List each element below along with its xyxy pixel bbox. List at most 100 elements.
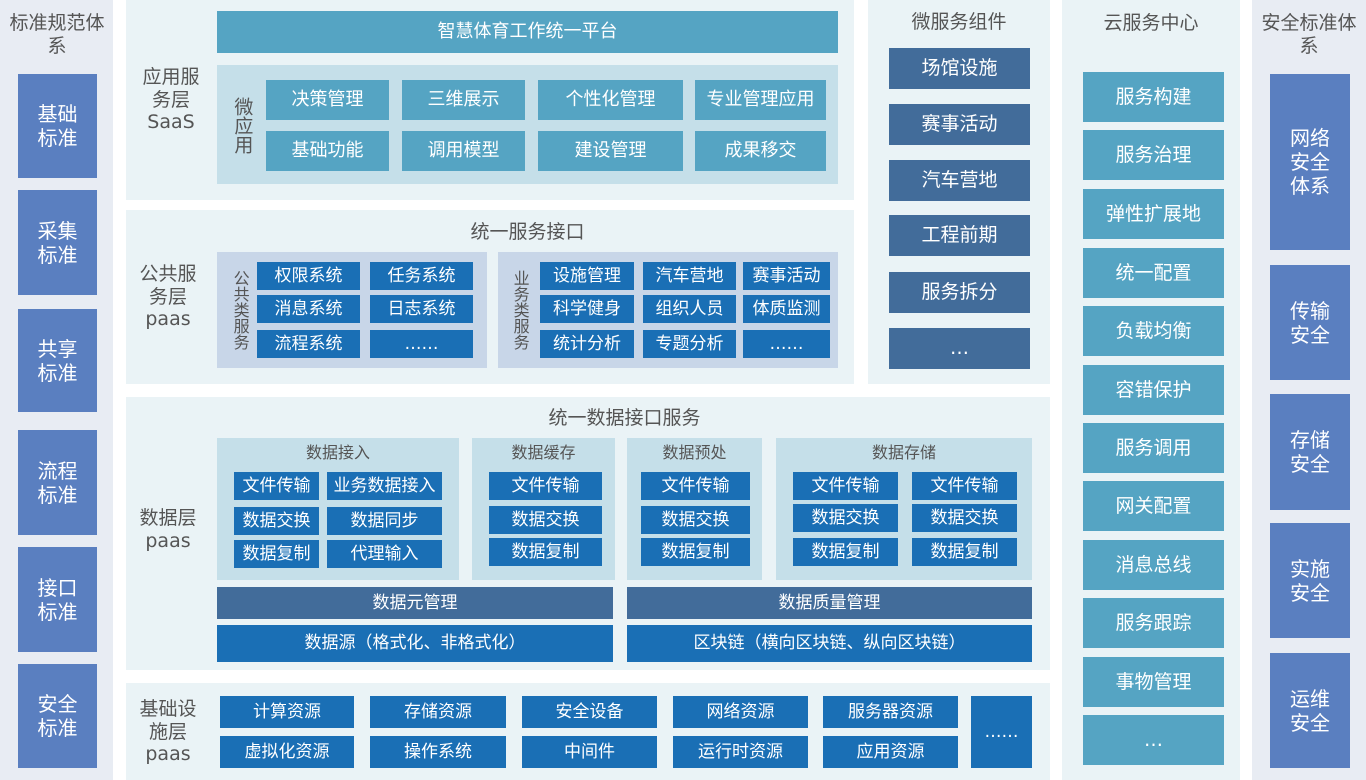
cloud-item: 网关配置 bbox=[1083, 481, 1224, 531]
security-item: 运维安全 bbox=[1270, 653, 1350, 768]
data-storage-item: 数据交换 bbox=[793, 504, 898, 532]
micro-app: 建设管理 bbox=[538, 131, 683, 171]
security-item: 存储安全 bbox=[1270, 394, 1350, 510]
standard-item: 共享标准 bbox=[18, 309, 97, 412]
infra-item: 存储资源 bbox=[370, 696, 506, 728]
cloud-item: 弹性扩展地 bbox=[1083, 189, 1224, 239]
standard-item: 采集标准 bbox=[18, 190, 97, 295]
data-storage-item: 文件传输 bbox=[912, 472, 1017, 500]
cloud-item: 事物管理 bbox=[1083, 657, 1224, 707]
saas-label: 应用服务层SaaS bbox=[142, 65, 200, 134]
common-service: 任务系统 bbox=[370, 262, 473, 290]
data-storage-item: 数据交换 bbox=[912, 504, 1017, 532]
infra-item: 运行时资源 bbox=[673, 736, 808, 768]
infra-item: 安全设备 bbox=[522, 696, 657, 728]
public-label: 公共服务层paas bbox=[139, 262, 197, 331]
common-service: …… bbox=[370, 330, 473, 358]
data-storage-item: 数据复制 bbox=[793, 538, 898, 566]
data-storage-item: 数据复制 bbox=[912, 538, 1017, 566]
data-access-item: 数据同步 bbox=[327, 507, 442, 535]
microservice-title: 微服务组件 bbox=[911, 10, 1007, 33]
data-access-item: 数据复制 bbox=[234, 540, 319, 568]
micro-app: 调用模型 bbox=[402, 131, 525, 171]
microservice-item: 汽车营地 bbox=[889, 160, 1030, 201]
standards-title: 标准规范体系 bbox=[9, 12, 105, 57]
cloud-item: 消息总线 bbox=[1083, 540, 1224, 590]
blockchain-bar: 区块链（横向区块链、纵向区块链） bbox=[627, 625, 1032, 662]
cloud-item: 服务治理 bbox=[1083, 130, 1224, 180]
infra-item: 应用资源 bbox=[823, 736, 958, 768]
biz-service: 设施管理 bbox=[540, 262, 634, 290]
data-label: 数据层paas bbox=[139, 507, 197, 552]
data-cache-item: 数据交换 bbox=[489, 506, 602, 534]
data-cache-item: 文件传输 bbox=[489, 472, 602, 500]
microservice-item: 场馆设施 bbox=[889, 48, 1030, 89]
microservice-item: 赛事活动 bbox=[889, 104, 1030, 145]
standard-item: 接口标准 bbox=[18, 547, 97, 652]
biz-service: 赛事活动 bbox=[743, 262, 830, 290]
microservice-item: 服务拆分 bbox=[889, 272, 1030, 313]
infra-label: 基础设施层paas bbox=[139, 697, 197, 766]
infra-item: 计算资源 bbox=[220, 696, 354, 728]
common-service: 权限系统 bbox=[257, 262, 360, 290]
cloud-title: 云服务中心 bbox=[1103, 11, 1199, 34]
common-service: 消息系统 bbox=[257, 295, 360, 323]
biz-service: …… bbox=[743, 330, 830, 358]
common-service: 流程系统 bbox=[257, 330, 360, 358]
micro-app: 三维展示 bbox=[402, 80, 525, 120]
cloud-item: 负载均衡 bbox=[1083, 306, 1224, 356]
public-title: 统一服务接口 bbox=[470, 220, 585, 243]
data-title: 统一数据接口服务 bbox=[548, 406, 701, 429]
cloud-item: 服务调用 bbox=[1083, 423, 1224, 473]
platform-bar: 智慧体育工作统一平台 bbox=[217, 11, 838, 53]
data-access-item: 数据交换 bbox=[234, 507, 319, 535]
cloud-item: 容错保护 bbox=[1083, 365, 1224, 415]
common-service-label: 公共类服务 bbox=[230, 270, 250, 350]
biz-service: 专题分析 bbox=[643, 330, 736, 358]
quality-management-bar: 数据质量管理 bbox=[627, 587, 1032, 619]
data-preprocess-item: 数据复制 bbox=[641, 538, 750, 566]
micro-app: 基础功能 bbox=[266, 131, 389, 171]
data-access-item: 文件传输 bbox=[234, 472, 319, 500]
data-preprocess-item: 文件传输 bbox=[641, 472, 750, 500]
data-preprocess-title: 数据预处 bbox=[662, 443, 727, 463]
standard-item: 安全标准 bbox=[18, 664, 97, 768]
security-item: 传输安全 bbox=[1270, 265, 1350, 380]
cloud-item: 服务构建 bbox=[1083, 72, 1224, 122]
infra-item: 网络资源 bbox=[673, 696, 808, 728]
biz-service: 组织人员 bbox=[643, 295, 736, 323]
microservice-item: 工程前期 bbox=[889, 215, 1030, 256]
data-access-item: 业务数据接入 bbox=[327, 472, 442, 500]
data-cache-item: 数据复制 bbox=[489, 538, 602, 566]
common-service: 日志系统 bbox=[370, 295, 473, 323]
micro-app: 个性化管理 bbox=[538, 80, 683, 120]
meta-management-bar: 数据元管理 bbox=[217, 587, 613, 619]
biz-service: 体质监测 bbox=[743, 295, 830, 323]
biz-service: 汽车营地 bbox=[643, 262, 736, 290]
micro-app: 决策管理 bbox=[266, 80, 389, 120]
infra-item: 虚拟化资源 bbox=[220, 736, 354, 768]
data-cache-title: 数据缓存 bbox=[511, 443, 576, 463]
data-source-bar: 数据源（格式化、非格式化） bbox=[217, 625, 613, 662]
security-title: 安全标准体系 bbox=[1261, 12, 1357, 57]
biz-service: 科学健身 bbox=[540, 295, 634, 323]
micro-app: 专业管理应用 bbox=[695, 80, 826, 120]
data-storage-item: 文件传输 bbox=[793, 472, 898, 500]
cloud-item: … bbox=[1083, 715, 1224, 765]
biz-service-label: 业务类服务 bbox=[510, 270, 530, 350]
cloud-item: 统一配置 bbox=[1083, 248, 1224, 298]
cloud-item: 服务跟踪 bbox=[1083, 598, 1224, 648]
micro-app-label: 微应用 bbox=[231, 96, 254, 154]
standard-item: 流程标准 bbox=[18, 430, 97, 535]
biz-service: 统计分析 bbox=[540, 330, 634, 358]
micro-app: 成果移交 bbox=[695, 131, 826, 171]
data-storage-title: 数据存储 bbox=[871, 443, 936, 463]
security-item: 网络安全体系 bbox=[1270, 74, 1350, 250]
security-item: 实施安全 bbox=[1270, 523, 1350, 638]
data-access-item: 代理输入 bbox=[327, 540, 442, 568]
infra-item: 中间件 bbox=[522, 736, 657, 768]
data-access-title: 数据接入 bbox=[305, 443, 370, 463]
data-preprocess-item: 数据交换 bbox=[641, 506, 750, 534]
standard-item: 基础标准 bbox=[18, 74, 97, 178]
infra-item: 操作系统 bbox=[370, 736, 506, 768]
